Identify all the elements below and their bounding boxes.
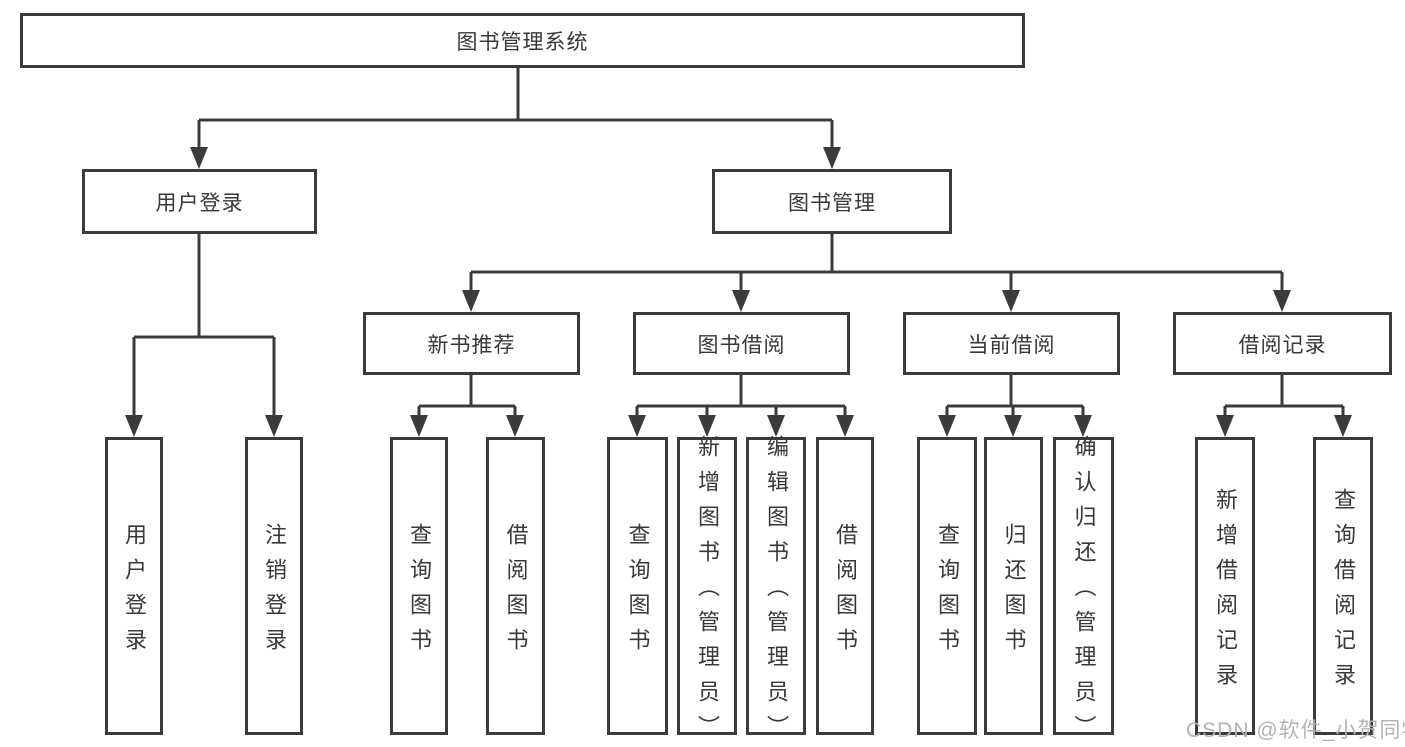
node-label: 图书管理系统 [456,30,589,54]
node-label: 借阅图书 [833,522,858,663]
leaf-query-books-borrow: 查询图书 [607,437,668,735]
node-label: 查询图书 [625,522,651,663]
node-label: 用户登录 [122,522,147,663]
leaf-query-borrow-record: 查询借阅记录 [1313,437,1373,735]
leaf-borrow-books-recommend: 借阅图书 [486,437,545,735]
node-label: 图书管理 [788,191,876,215]
leaf-return-book: 归还图书 [984,437,1043,735]
node-label: 查询图书 [935,522,960,663]
node-label: 借阅记录 [1238,333,1327,357]
node-library-management-system: 图书管理系统 [20,13,1025,68]
leaf-query-books-current: 查询图书 [917,437,977,735]
node-new-book-recommend: 新书推荐 [363,312,580,375]
node-label: 新增借阅记录 [1213,487,1238,698]
leaf-user-login: 用户登录 [105,437,163,735]
node-book-management: 图书管理 [712,169,952,234]
node-user-login: 用户登录 [82,169,317,234]
node-label: 图书借阅 [697,333,786,357]
leaf-add-borrow-record: 新增借阅记录 [1195,437,1255,735]
leaf-logout: 注销登录 [245,437,303,735]
node-label: 确认归还（管理员） [1071,435,1097,747]
node-borrow-records: 借阅记录 [1173,312,1392,375]
node-label: 注销登录 [262,522,287,663]
node-label: 新增图书（管理员） [695,435,720,747]
node-label: 归还图书 [1001,522,1027,663]
arrowheads [125,147,1352,437]
node-label: 新书推荐 [427,333,516,357]
node-label: 用户登录 [155,191,244,215]
leaf-confirm-return-admin: 确认归还（管理员） [1053,435,1114,747]
leaf-edit-book-admin: 编辑图书（管理员） [746,435,806,747]
node-label: 编辑图书（管理员） [764,435,789,747]
node-label: 查询借阅记录 [1331,487,1356,698]
node-current-borrow: 当前借阅 [903,312,1120,375]
node-book-borrow: 图书借阅 [633,312,850,375]
leaf-borrow-books: 借阅图书 [816,437,874,735]
node-label: 查询图书 [407,522,432,663]
csdn-watermark: CSDN @软件_小贺同学 [1186,719,1405,742]
leaf-query-books-recommend: 查询图书 [390,437,448,735]
leaf-add-book-admin: 新增图书（管理员） [677,435,737,747]
node-label: 借阅图书 [503,522,529,663]
node-label: 当前借阅 [967,333,1056,357]
